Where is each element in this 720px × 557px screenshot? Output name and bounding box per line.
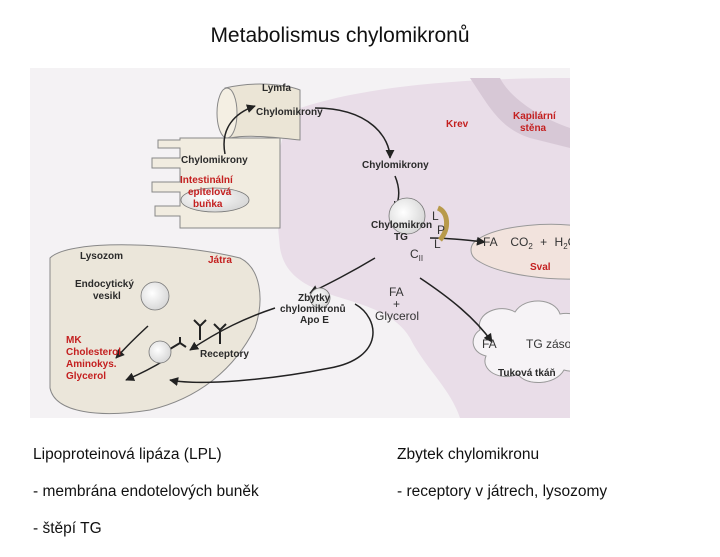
note-right-heading: Zbytek chylomikronu [397, 446, 540, 463]
product-glycerol: Glycerol [66, 371, 106, 382]
lpl-label-l1: L [432, 209, 439, 223]
liver [49, 244, 261, 414]
endocyticky-label-1: Endocytický [75, 279, 134, 290]
kapilarni-label-2: stěna [520, 123, 547, 134]
kapilarni-label-1: Kapilární [513, 111, 557, 122]
lymph-vessel [224, 83, 301, 141]
chylomikron-label: Chylomikron [371, 220, 432, 231]
zbytky-label-2: chylomikronů [280, 303, 346, 315]
notes-left: Lipoproteinová lipáza (LPL) - membrána e… [33, 446, 259, 557]
product-cholesterol: Cholesterol [66, 347, 121, 358]
endocyticky-label-2: vesikl [93, 291, 121, 302]
chylomicron-metabolism-diagram: Lymfa Chylomikrony Chylomikrony Intestin… [30, 68, 570, 418]
cii-label: CII [410, 247, 423, 263]
sval-label: Sval [530, 262, 551, 273]
krev-label: Krev [446, 119, 469, 130]
intestinal-cell-label-3: buňka [193, 199, 223, 210]
chylomikrony-blood-label: Chylomikrony [362, 160, 429, 171]
product-aminokys: Aminokys. [66, 359, 117, 370]
jatra-label: Játra [208, 255, 232, 266]
lpl-enzyme [436, 205, 449, 242]
muscle-equation: FA CO2 + H2O [483, 235, 570, 252]
glycerol-label: Glycerol [375, 309, 419, 323]
zbytky-label-3: Apo E [300, 315, 329, 326]
plus-label: + [393, 297, 400, 311]
fa-label: FA [389, 285, 404, 299]
receptory-label: Receptory [200, 349, 249, 360]
capillary-wall [470, 78, 570, 148]
chylomikrony-lymph-label: Chylomikrony [256, 107, 323, 118]
lymfa-label: Lymfa [262, 83, 292, 94]
chylomikrony-cell-label: Chylomikrony [181, 155, 248, 166]
lpl-label-p: P [437, 223, 445, 237]
intestinal-cell-label-2: epitelová [188, 187, 232, 198]
lipoprotein-particles [140, 187, 426, 364]
adipose-fa: FA [482, 337, 497, 351]
lysozom-label: Lysozom [80, 251, 123, 262]
adipose-tg: TG zásoby [526, 337, 570, 351]
tukova-tkan-label: Tuková tkáň [498, 368, 556, 379]
adipose-tissue [472, 300, 570, 383]
intestinal-cell-label-1: Intestinální [180, 175, 234, 186]
note-left-heading: Lipoproteinová lipáza (LPL) [33, 446, 222, 463]
note-left-item-2: - štěpí TG [33, 520, 102, 537]
receptor-icons [169, 319, 227, 350]
notes-right: Zbytek chylomikronu - receptory v játrec… [397, 446, 607, 520]
note-right-item-1: - receptory v játrech, lysozomy [397, 483, 608, 500]
tg-label: TG [394, 232, 408, 243]
page-title: Metabolismus chylomikronů [210, 24, 470, 47]
note-left-item-1: - membrána endotelových buněk [33, 483, 259, 500]
product-mk: MK [66, 335, 82, 346]
zbytky-label-1: Zbytky [298, 293, 331, 304]
muscle [470, 223, 570, 280]
lpl-label-l2: L [434, 237, 441, 251]
